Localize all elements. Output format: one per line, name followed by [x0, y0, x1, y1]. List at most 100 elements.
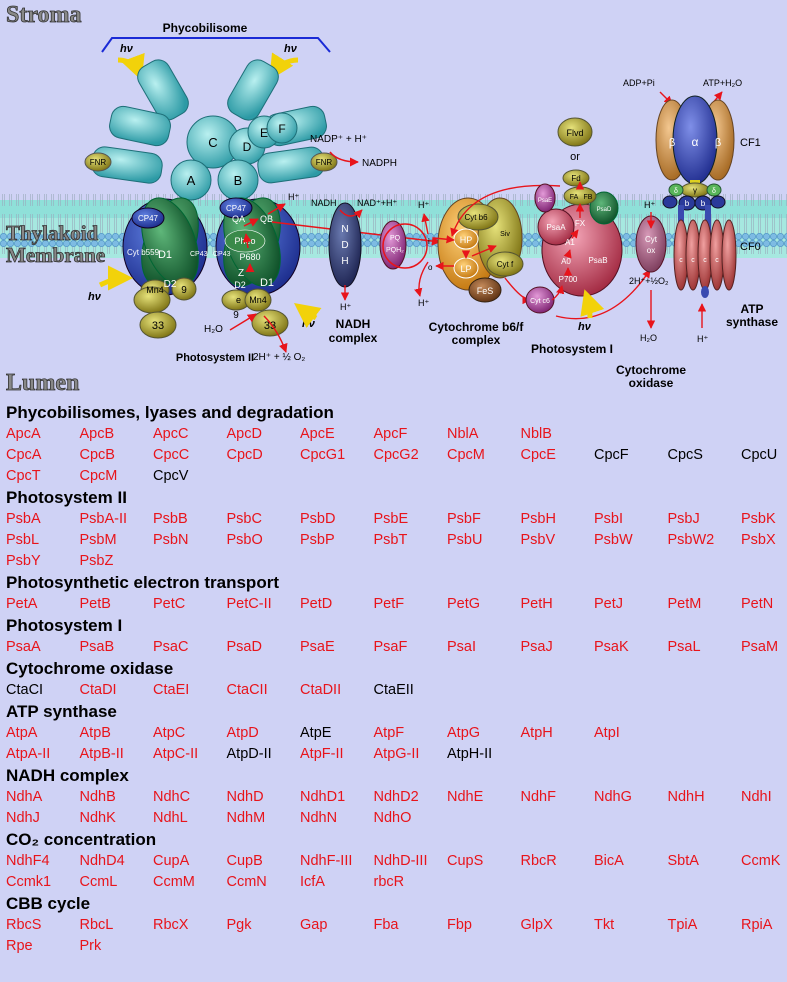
ps1-fb: FB: [584, 194, 593, 201]
ps2-d1-right: D1: [260, 277, 274, 289]
b6f-label-2: complex: [452, 333, 501, 347]
gene-label: CtaEII: [373, 682, 414, 698]
section-title: ATP synthase: [6, 702, 117, 721]
gene-label: CupB: [226, 853, 263, 869]
gene-label: PsbD: [300, 511, 336, 527]
ps1-graphic: [525, 169, 623, 314]
gene-label: TpiA: [667, 917, 698, 933]
flvd: [557, 117, 593, 147]
gene-label: PetG: [447, 596, 481, 612]
gene-label: CtaDII: [300, 682, 342, 698]
gene-label: PsbH: [520, 511, 556, 527]
ps1-psaa: PsaA: [546, 223, 566, 232]
gene-label: AtpB-II: [79, 746, 124, 762]
ps2-e: e: [236, 295, 241, 305]
flvd-label: Flvd: [566, 128, 583, 138]
atp-label-1: ATP: [740, 302, 763, 316]
gene-label: NdhE: [447, 789, 484, 805]
gene-label: AtpI: [594, 725, 620, 741]
ps2-33-left: 33: [152, 320, 164, 332]
ps2-mn4-left: Mn4: [146, 285, 164, 295]
ps2-hv: hν: [88, 291, 102, 303]
gene-label: PsbO: [226, 532, 263, 548]
gene-label: PsbW2: [667, 532, 715, 548]
ps2-9-left: 9: [181, 285, 187, 296]
atp-c-2: c: [691, 257, 695, 264]
ps2-cp43: CP43: [190, 251, 208, 258]
gene-label: CpcS: [667, 447, 703, 463]
ndh-cycle: [382, 223, 428, 269]
gene-label: CpcM: [447, 447, 485, 463]
gene-label: PsbL: [6, 532, 40, 548]
gene-label: NdhB: [79, 789, 116, 805]
atp-b-right: b: [701, 199, 706, 208]
section-title: Photosystem II: [6, 488, 127, 507]
gene-label: CpcG2: [373, 447, 419, 463]
gene-label: NdhF4: [6, 853, 50, 869]
atp-alpha: α: [692, 135, 699, 149]
gene-label: CpcD: [226, 447, 263, 463]
b6f-o: o: [428, 263, 433, 272]
gene-label: CpcB: [79, 447, 115, 463]
gene-label: CupS: [447, 853, 484, 869]
cox-hplus: H⁺: [644, 200, 655, 210]
ps2-label: Photosystem II: [176, 352, 254, 364]
ps1-fd: Fd: [571, 174, 580, 183]
gene-label: PetA: [6, 596, 38, 612]
section-title: Cytochrome oxidase: [6, 659, 174, 678]
ndh-nadh-arrow: [339, 209, 363, 219]
ps1-psad: PsaD: [597, 207, 612, 213]
lumen-title: Lumen: [6, 370, 79, 396]
gene-label: NdhK: [79, 810, 116, 826]
ps2-z: Z: [238, 268, 244, 279]
gene-label: ApcB: [79, 426, 115, 442]
gene-label: PsbU: [447, 532, 483, 548]
section-title: Phycobilisomes, lyases and degradation: [6, 403, 334, 422]
gene-label: PsaB: [79, 639, 115, 655]
gene-label: NdhD2: [373, 789, 419, 805]
gene-label: RbcX: [153, 917, 189, 933]
ps1-light-arrow: [580, 289, 605, 319]
gene-label: PetN: [741, 596, 774, 612]
gene-label: Pgk: [226, 917, 252, 933]
gene-label: AtpH-II: [447, 746, 493, 762]
gene-label: AtpF-II: [300, 746, 344, 762]
gene-label: AtpB: [79, 725, 111, 741]
gene-label: CpcE: [520, 447, 556, 463]
b6f-graphic: [437, 197, 524, 303]
gene-label: NdhD-III: [373, 853, 428, 869]
gene-label: PsbT: [373, 532, 408, 548]
ps2-water-products: 2H⁺ + ½ O₂: [253, 352, 305, 363]
gene-label: PsbC: [226, 511, 262, 527]
gene-label: PsaE: [300, 639, 335, 655]
atp-gamma: γ: [693, 186, 697, 195]
ps2-p680: P680: [239, 252, 260, 262]
gene-label: PsbA: [6, 511, 41, 527]
ps2-h2o: H₂O: [204, 324, 223, 335]
gene-label: CcmM: [153, 874, 195, 890]
ps1-psab: PsaB: [588, 256, 607, 265]
phycobilisome-bracket: [101, 37, 331, 53]
gene-label: NdhN: [300, 810, 338, 826]
ps2-light-arrow-2: [293, 303, 322, 328]
nadph-arrow: [329, 151, 359, 167]
gene-label: AtpA-II: [6, 746, 51, 762]
section-title: Photosynthetic electron transport: [6, 573, 279, 592]
atp-label-2: synthase: [726, 315, 778, 329]
b6f-i: i: [428, 237, 430, 246]
gene-label: AtpD: [226, 725, 259, 741]
fnr-right-label: FNR: [316, 158, 333, 167]
nadp-reaction: NADP⁺ + H⁺: [310, 134, 367, 145]
gene-label: Gap: [300, 917, 328, 933]
gene-label: PsbX: [741, 532, 776, 548]
gene-label: Fba: [373, 917, 399, 933]
gene-label: ApcA: [6, 426, 41, 442]
gene-label: AtpH: [520, 725, 553, 741]
cox-ox: ox: [647, 246, 655, 255]
gene-label: GlpX: [520, 917, 553, 933]
